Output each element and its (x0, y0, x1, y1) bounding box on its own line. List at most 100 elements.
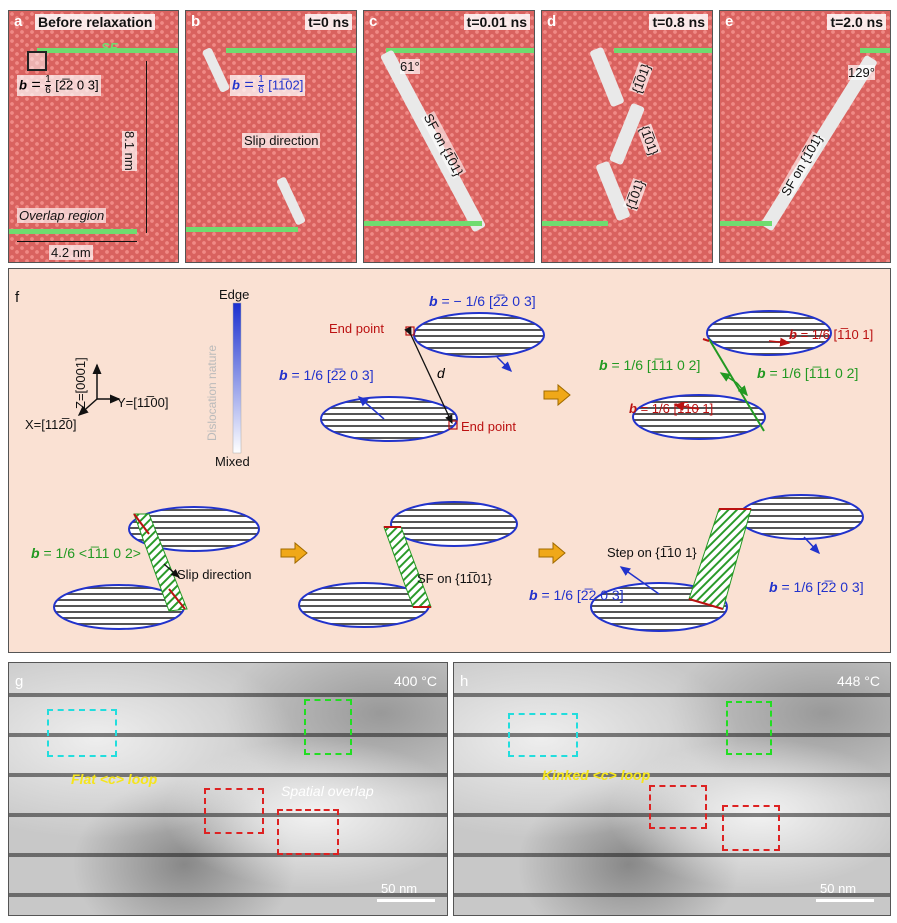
slipped-segment-top (201, 47, 231, 93)
panel-letter: a (14, 13, 23, 30)
time-label: t=2.0 ns (827, 14, 886, 30)
vertical-dimension (146, 61, 147, 233)
axis-x-label: X=[112̅0] (25, 417, 77, 432)
highlight-box-red (649, 785, 707, 829)
end-point-marker (448, 420, 458, 430)
panel-e: e t=2.0 ns 129° SF on {1̅01} (719, 10, 891, 263)
plane-label-3: {1̅01} (622, 177, 648, 212)
process-arrow (538, 541, 566, 565)
end-point-marker (405, 326, 415, 336)
scale-bar (816, 899, 874, 902)
burgers-label: b = 1/6 [1̅10 1] (789, 327, 874, 342)
kinked-loop-label: Kinked <c> loop (542, 767, 651, 783)
burgers-label: b = 1/6 [2̅2 0 3] (529, 587, 624, 603)
panel-letter: e (725, 13, 734, 30)
step-plane-label: Step on {1̅10 1} (607, 545, 697, 560)
burgers-label: b = − 1/6 [2̅2 0 3] (429, 293, 536, 309)
panel-g: g 400 °C Flat <c> loop Spatial overlap 5… (8, 662, 448, 916)
burgers-label: b = 1/6 <1̅11 0 2> (31, 545, 141, 561)
panel-letter: d (547, 13, 557, 30)
kink-segment-3 (595, 160, 631, 222)
highlight-box-red (722, 805, 780, 851)
end-point-label: End point (329, 321, 384, 336)
spatial-overlap-label: Spatial overlap (281, 783, 374, 799)
slipped-segment-bottom (275, 176, 307, 226)
stacking-fault-top (860, 48, 890, 53)
burgers-label: b = 1/6 [1̅11 0 2] (757, 365, 859, 381)
dislocation-marker (27, 51, 47, 71)
highlight-box-cyan (508, 713, 578, 757)
scale-bar (377, 899, 435, 902)
stacking-fault-bottom (364, 221, 482, 226)
panel-letter: h (460, 673, 469, 690)
loop-ellipse (413, 312, 545, 358)
burgers-label: b = 1/6 [1̅10 1] (629, 401, 714, 416)
angle-label: 61° (400, 59, 420, 74)
stacking-fault-top (37, 48, 178, 53)
axis-z-label: Z=[0001] (73, 357, 88, 409)
axis-y-label: Y=[11̅00] (117, 395, 169, 410)
highlight-box-green (726, 701, 772, 755)
panel-f: f (8, 268, 891, 653)
burgers-label: b = 1/6 [2̅2 0 3] (279, 367, 374, 383)
panel-d: d t=0.8 ns {1̅01} {1̅01} {1̅01} (541, 10, 713, 263)
panel-h: h 448 °C Kinked <c> loop 50 nm (453, 662, 891, 916)
distance-label: d (437, 365, 445, 381)
overlap-label: Overlap region (17, 208, 107, 223)
burgers-label: b = 1/6 [1̅11 0 2] (599, 357, 701, 373)
axes-icon (77, 363, 121, 416)
stacking-fault-bottom (9, 229, 137, 234)
temperature-label: 400 °C (394, 673, 437, 689)
colorbar-top-label: Edge (219, 287, 250, 302)
loop-ellipse (128, 506, 260, 552)
panel-c: c t=0.01 ns 61° SF on {1̅01} (363, 10, 535, 263)
stacking-fault-top (226, 48, 356, 53)
stacking-fault-bottom (542, 221, 608, 226)
colorbar-side-label: Dislocation nature (205, 344, 219, 441)
kink-segment-1 (589, 46, 625, 108)
loop-ellipse (738, 494, 864, 540)
time-label: t=0 ns (305, 14, 352, 30)
time-label: t=0.8 ns (649, 14, 708, 30)
loop-ellipse (706, 310, 832, 356)
end-point-label: End point (461, 419, 516, 434)
panel-letter: c (369, 13, 378, 30)
burgers-label: b = 1/6 [2̅2 0 3] (769, 579, 864, 595)
angle-label: 129° (848, 65, 875, 80)
slip-direction-label: Slip direction (177, 567, 252, 582)
colorbar (232, 302, 242, 454)
scale-label: 50 nm (381, 881, 418, 896)
stacking-fault-bottom (186, 227, 298, 232)
panel-letter: g (15, 673, 24, 690)
stacking-fault-top (386, 48, 534, 53)
schematic-drawing (53, 302, 864, 632)
temperature-label: 448 °C (837, 673, 880, 689)
flat-loop-label: Flat <c> loop (71, 771, 158, 787)
colorbar-bottom-label: Mixed (215, 454, 250, 469)
scale-label: 50 nm (820, 881, 857, 896)
panel-title: Before relaxation (35, 14, 156, 30)
loop-ellipse (632, 394, 766, 440)
highlight-box-cyan (47, 709, 117, 757)
stacking-fault-top (614, 48, 712, 53)
stacking-fault-bottom (720, 221, 772, 226)
highlight-box-red (204, 788, 264, 834)
panel-letter: f (15, 289, 20, 306)
sf-plane-label: SF on {11̅01} (417, 571, 492, 586)
horizontal-dimension (17, 241, 137, 242)
slip-direction-label: Slip direction (242, 133, 321, 148)
panel-letter: b (191, 13, 201, 30)
process-arrow (543, 383, 571, 407)
highlight-box-green (304, 699, 352, 755)
time-label: t=0.01 ns (463, 14, 530, 30)
loop-ellipse (320, 396, 458, 442)
process-arrow (280, 541, 308, 565)
sf-label: SF (101, 40, 118, 55)
loop-ellipse (390, 501, 518, 547)
sf-plane-label: SF on {1̅01} (778, 131, 826, 199)
highlight-box-red (277, 809, 339, 855)
